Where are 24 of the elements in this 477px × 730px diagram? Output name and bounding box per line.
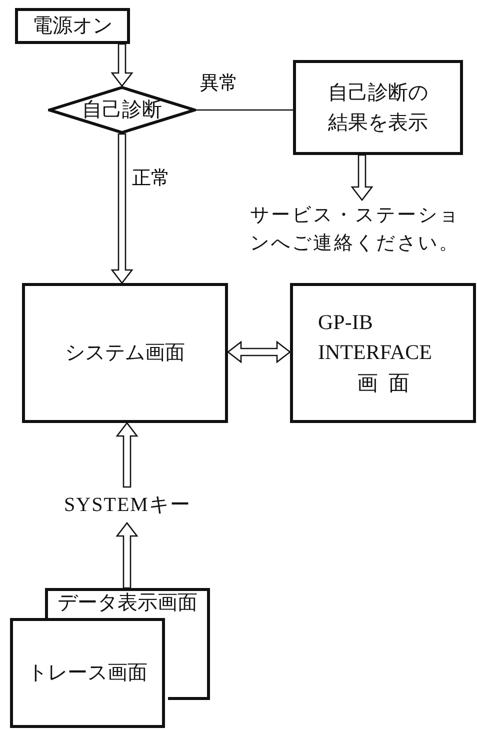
screen-box [45, 588, 210, 618]
note-text: サービス・ステーションへご連絡ください。 [250, 204, 461, 256]
node-label: システム画面 [65, 341, 185, 366]
hollow-arrow [226, 340, 292, 364]
process-box [293, 60, 463, 155]
hollow-arrow [116, 422, 138, 488]
screen-box [22, 283, 228, 423]
connector-line [196, 109, 293, 111]
key-label: SYSTEMキー [64, 493, 191, 518]
node-label: 画面 [356, 370, 420, 397]
hollow-arrow [110, 43, 134, 88]
screen-box [10, 618, 165, 728]
hollow-arrow [110, 133, 134, 284]
node-label: 自己診断 [82, 98, 162, 123]
node-label: 電源オン [32, 14, 112, 39]
node-label: トレース画面 [28, 661, 148, 686]
screen-box [290, 283, 476, 423]
decision-diamond [48, 86, 196, 134]
node-label: データ表示画面 [58, 591, 198, 616]
hollow-arrow [116, 522, 138, 589]
process-box [15, 8, 130, 44]
node-label: GP-IB INTERFACE [318, 308, 433, 366]
node-label: 自己診断の結果を表示 [327, 80, 429, 136]
hollow-arrow [350, 154, 374, 202]
